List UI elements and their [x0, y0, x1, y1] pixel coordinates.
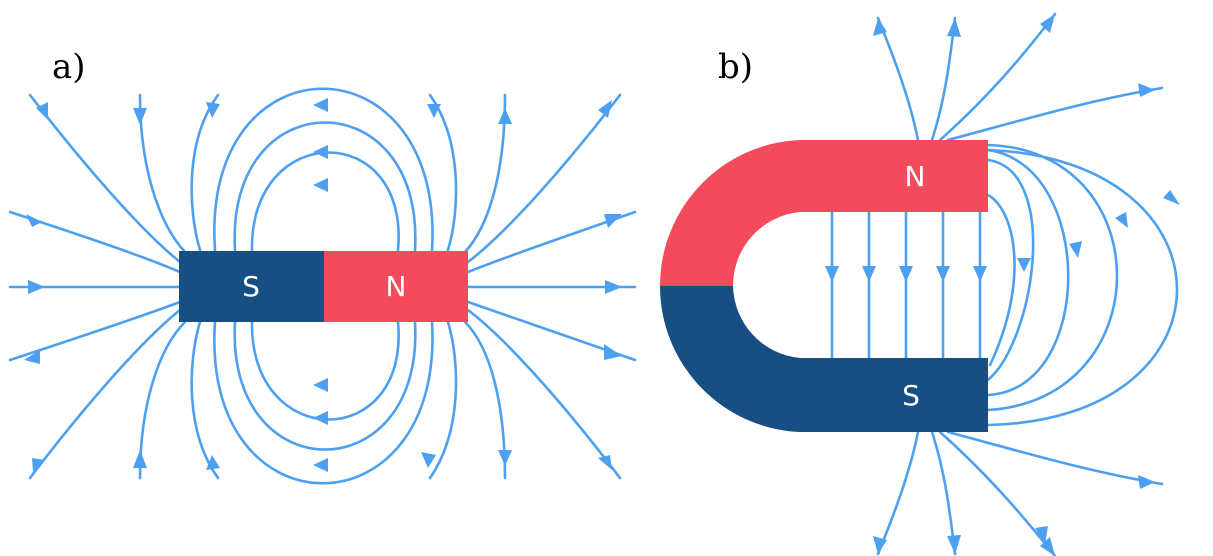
arrowhead	[947, 18, 961, 37]
arrowhead	[899, 266, 913, 282]
field-line	[140, 322, 185, 478]
arrowhead	[604, 344, 622, 360]
horseshoe-field-lines	[832, 14, 1177, 556]
arrowhead	[28, 280, 45, 294]
field-line	[252, 322, 399, 420]
south-pole-arm	[660, 286, 988, 432]
field-line	[948, 88, 1162, 140]
arrowhead	[947, 535, 961, 554]
field-line	[30, 310, 180, 478]
arrowhead	[604, 214, 622, 228]
south-pole-label: S	[242, 270, 260, 303]
arrowhead	[1138, 475, 1155, 489]
arrowhead	[598, 455, 612, 470]
field-line	[465, 322, 505, 478]
field-line	[878, 432, 918, 554]
arrowhead	[1069, 241, 1082, 258]
field-line	[988, 195, 1015, 365]
south-pole-label: S	[902, 379, 920, 412]
bar-magnet-panel: a)	[10, 47, 635, 483]
field-line	[948, 432, 1162, 484]
arrowhead	[133, 108, 147, 125]
arrowhead	[825, 266, 839, 282]
field-line	[430, 95, 456, 250]
field-line	[878, 18, 918, 140]
arrowhead	[498, 450, 512, 466]
field-line	[988, 145, 1117, 410]
arrowhead	[605, 280, 622, 294]
panel-a-label: a)	[52, 47, 86, 87]
north-pole-label: N	[386, 270, 407, 303]
arrowhead	[1138, 83, 1155, 97]
arrowhead	[1115, 212, 1128, 228]
arrowhead	[313, 458, 328, 472]
field-line	[988, 150, 1068, 395]
horseshoe-magnet-panel: b)	[660, 14, 1180, 556]
field-line	[252, 153, 399, 251]
arrowhead	[313, 178, 328, 192]
arrowhead	[862, 266, 876, 282]
arrowhead	[32, 458, 45, 472]
field-line	[30, 95, 180, 262]
arrowhead	[973, 266, 987, 282]
field-line	[988, 150, 1177, 425]
arrowhead	[133, 450, 147, 468]
north-pole-label: N	[905, 160, 926, 193]
arrowhead	[313, 98, 328, 112]
arrowhead	[1017, 258, 1031, 272]
field-line	[140, 95, 185, 252]
field-line	[988, 160, 1033, 380]
field-line	[468, 95, 620, 262]
north-pole-arm	[660, 140, 988, 286]
field-line	[465, 95, 505, 252]
arrowhead	[598, 100, 612, 118]
arrowhead	[936, 266, 950, 282]
arrowhead	[1163, 190, 1180, 205]
arrowhead	[313, 411, 328, 425]
arrowhead	[313, 378, 328, 392]
panel-b-label: b)	[718, 47, 753, 87]
arrowhead	[498, 108, 512, 124]
arrowhead	[313, 145, 328, 159]
arrowhead	[421, 452, 436, 468]
field-line	[468, 310, 620, 478]
